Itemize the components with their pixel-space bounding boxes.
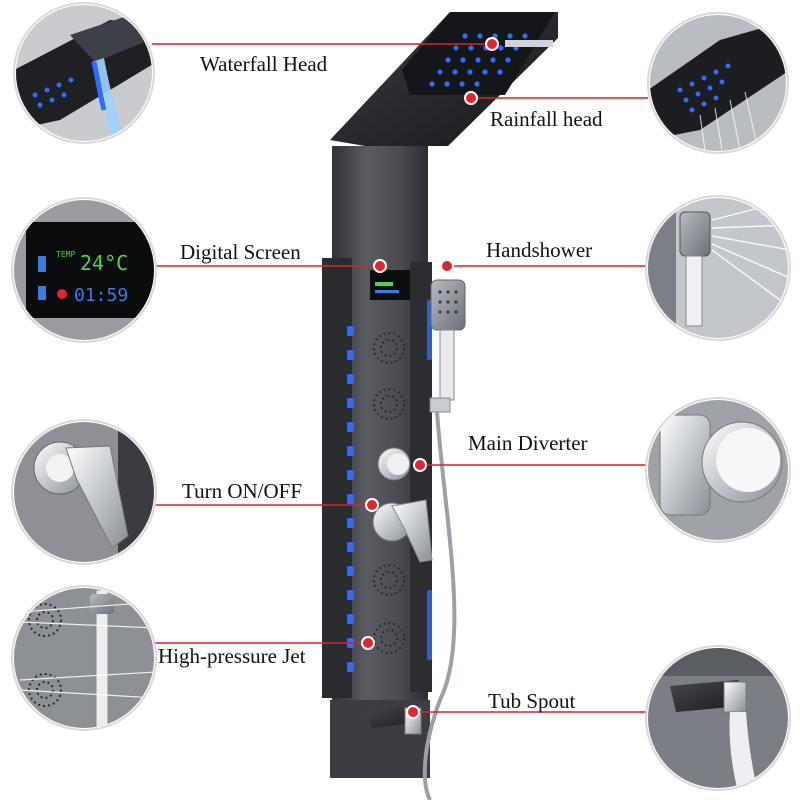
label-rainfall-head: Rainfall head	[490, 107, 603, 131]
body-jets	[373, 332, 405, 654]
tub-spout-thumbnail	[645, 645, 791, 791]
shower-panel	[322, 12, 558, 800]
screen-time: 01:59	[74, 285, 128, 306]
screen-temp-label: TEMP	[56, 250, 75, 259]
high-pressure-jet-thumbnail	[11, 585, 157, 731]
label-high-pressure-jet: High-pressure Jet	[158, 644, 306, 668]
turn-on-off-thumbnail	[11, 419, 157, 565]
label-digital-screen: Digital Screen	[180, 240, 301, 264]
main-diverter-thumbnail	[645, 397, 791, 543]
label-tub-spout: Tub Spout	[488, 689, 576, 713]
label-waterfall-head: Waterfall Head	[200, 52, 328, 76]
handshower	[422, 279, 466, 800]
digital-screen-thumbnail: TEMP 24°C 01:59	[11, 197, 157, 343]
on-off-lever	[372, 499, 433, 563]
rainfall-nozzles	[429, 33, 528, 87]
waterfall-head-thumbnail	[13, 2, 155, 144]
label-handshower: Handshower	[486, 238, 593, 262]
callout-lines	[152, 43, 648, 713]
screen-temperature: 24°C	[80, 251, 128, 275]
diverter-knob	[377, 447, 411, 481]
callout-markers	[361, 37, 499, 719]
handshower-thumbnail	[645, 195, 791, 341]
label-main-diverter: Main Diverter	[468, 431, 588, 455]
led-strip	[347, 300, 432, 672]
label-turn-on-off: Turn ON/OFF	[182, 479, 303, 503]
rainfall-head-thumbnail	[647, 12, 789, 154]
